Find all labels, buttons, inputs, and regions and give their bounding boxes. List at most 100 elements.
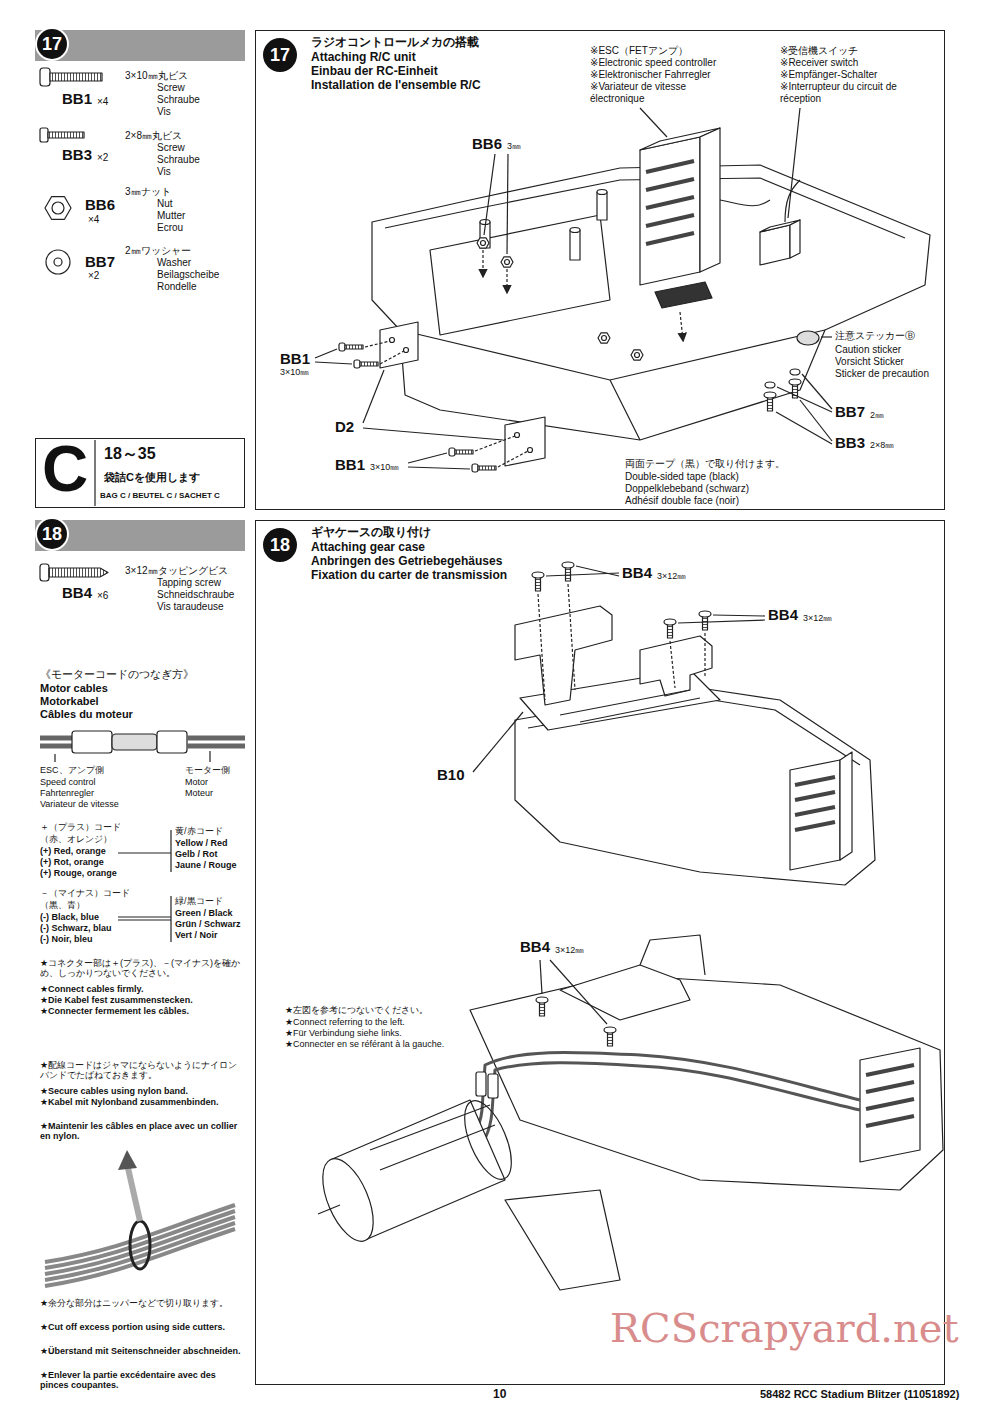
part-spec: 2×8㎜丸ビス (125, 130, 182, 142)
note-text: ※Empfänger-Schalter (780, 69, 877, 81)
note-text: 両面テープ（黒）で取り付けます。 (625, 458, 785, 470)
callout-label: D2 (335, 418, 354, 435)
bag-note: BAG C / BEUTEL C / SACHET C (100, 491, 220, 500)
callout-label: 3×10㎜ (280, 367, 309, 377)
note-text: (-) Noir, bleu (40, 934, 93, 944)
nylon-band-illustration (45, 1150, 235, 1286)
part-code: BB7 (85, 253, 115, 270)
callout-label: B10 (437, 766, 465, 783)
heading-text: Attaching R/C unit (311, 51, 416, 65)
note-text: ※ESC（FETアンプ） (590, 45, 688, 57)
note-text: Variateur de vitesse (40, 799, 119, 809)
chassis-illustration-17 (95, 108, 930, 506)
callout-label: 2×8㎜ (870, 440, 894, 450)
step-frame: 18 ギヤケースの取り付けAttaching gear caseAnbringen… (255, 520, 945, 1385)
callout-label: BB7 (835, 403, 865, 420)
heading-text: Fixation du carter de transmission (311, 569, 507, 583)
note-text: (+) Rouge, orange (40, 868, 117, 878)
translation: Vis taraudeuse (157, 601, 224, 613)
note-text: Motor cables (40, 682, 108, 695)
translation: Screw (157, 142, 185, 154)
callout-label: 2㎜ (870, 410, 884, 420)
part-count: ×6 (97, 590, 108, 602)
translation: Schneidschraube (157, 589, 234, 601)
footer-text: 58482 RCC Stadium Blitzer (11051892) (760, 1388, 959, 1401)
note-text: Yellow / Red (175, 838, 228, 848)
note-text: ESC、アンプ側 (40, 765, 104, 775)
heading-text: ラジオコントロールメカの搭載 (311, 36, 479, 50)
bag-note: 袋詰Cを使用します (104, 471, 200, 484)
note-text: Green / Black (175, 908, 233, 918)
note-text: ※Electronic speed controller (590, 57, 716, 69)
note-text: (-) Schwarz, blau (40, 923, 112, 933)
note-text: ★Connecter fermement les câbles. (40, 1006, 189, 1016)
part-spec: 3×10㎜丸ビス (125, 70, 188, 82)
page-number: 10 (493, 1388, 506, 1402)
translation: Beilagscheibe (157, 269, 219, 281)
note-text: （黒、青） (40, 900, 85, 910)
callout-label: 3×12㎜ (803, 613, 832, 623)
callout-label: BB1 (280, 350, 310, 367)
translation: Vis (157, 106, 171, 118)
note-text: Moteur (185, 788, 213, 798)
connector-diagram (40, 731, 245, 942)
note-text: ★Connecter en se référant à la gauche. (285, 1039, 445, 1049)
note-text: ★Enlever la partie excédentaire avec des… (40, 1370, 245, 1391)
note-text: Motor (185, 777, 208, 787)
translation: Ecrou (157, 222, 183, 234)
note-text: ★Secure cables using nylon band. (40, 1086, 245, 1096)
note-text: Motorkabel (40, 695, 99, 708)
parts-icons (40, 68, 108, 581)
step-range: 18～35 (104, 445, 156, 463)
translation: Mutter (157, 210, 185, 222)
heading-text: Anbringen des Getriebegehäuses (311, 555, 502, 569)
note-text: Adhésif double face (noir) (625, 495, 739, 507)
callout-label: 3×12㎜ (555, 945, 584, 955)
note-text: ★Maintenir les câbles en place avec un c… (40, 1121, 245, 1142)
part-count: ×2 (88, 270, 99, 282)
note-text: ★Für Verbindung siehe links. (285, 1028, 402, 1038)
note-text: ★余分な部分はニッパーなどで切り取ります。 (40, 1298, 245, 1308)
note-text: Sticker de precaution (835, 368, 929, 380)
note-text: Fahrtenregler (40, 788, 94, 798)
translation: Rondelle (157, 281, 196, 293)
translation: Vis (157, 166, 171, 178)
note-text: (-) Black, blue (40, 912, 99, 922)
note-text: Vert / Noir (175, 930, 218, 940)
note-text: 緑/黒コード (175, 896, 223, 906)
heading-text: ギヤケースの取り付け (311, 526, 431, 540)
note-text: ★コネクター部は＋(プラス)、－(マイナス)を確かめ、しっかりつないでください。 (40, 958, 245, 979)
step-header-bar: 17 (35, 30, 245, 61)
part-spec: 3×12㎜タッピングビス (125, 565, 228, 577)
part-spec: 2㎜ワッシャー (125, 245, 191, 257)
translation: Washer (157, 257, 191, 269)
note-text: ★Cut off excess portion using side cutte… (40, 1322, 245, 1332)
note-text: Câbles du moteur (40, 708, 133, 721)
step-number: 18 (263, 528, 297, 562)
heading-text: Installation de l'ensemble R/C (311, 79, 481, 93)
note-text: Doppelklebeband (schwarz) (625, 483, 749, 495)
note-text: Double-sided tape (black) (625, 471, 739, 483)
note-text: －（マイナス）コード (40, 888, 130, 898)
translation: Screw (157, 82, 185, 94)
heading-text: Attaching gear case (311, 541, 425, 555)
heading-text: Einbau der RC-Einheit (311, 65, 438, 79)
step-header-bar: 18 (35, 520, 245, 551)
bag-box: C18～35袋詰Cを使用しますBAG C / BEUTEL C / SACHET… (35, 438, 245, 508)
note-text: ★Die Kabel fest zusammenstecken. (40, 995, 193, 1005)
note-text: ※Variateur de vitesse électronique (590, 81, 730, 104)
part-code: BB1 (62, 90, 92, 107)
note-text: 注意ステッカーⒷ (835, 330, 915, 342)
part-code: BB6 (85, 196, 115, 213)
note-text: Vorsicht Sticker (835, 356, 904, 368)
callout-label: 3㎜ (507, 141, 521, 151)
note-text: ★Überstand mit Seitenschneider abschneid… (40, 1346, 245, 1356)
callout-label: BB4 (768, 606, 798, 623)
note-text: Jaune / Rouge (175, 860, 237, 870)
note-text: Speed control (40, 777, 96, 787)
note-text: モーター側 (185, 765, 230, 775)
note-text: ★左図を参考につないでください。 (285, 1005, 428, 1015)
motor-wiring-illustration (312, 935, 943, 1290)
note-text: ※Elektronischer Fahrregler (590, 69, 711, 81)
